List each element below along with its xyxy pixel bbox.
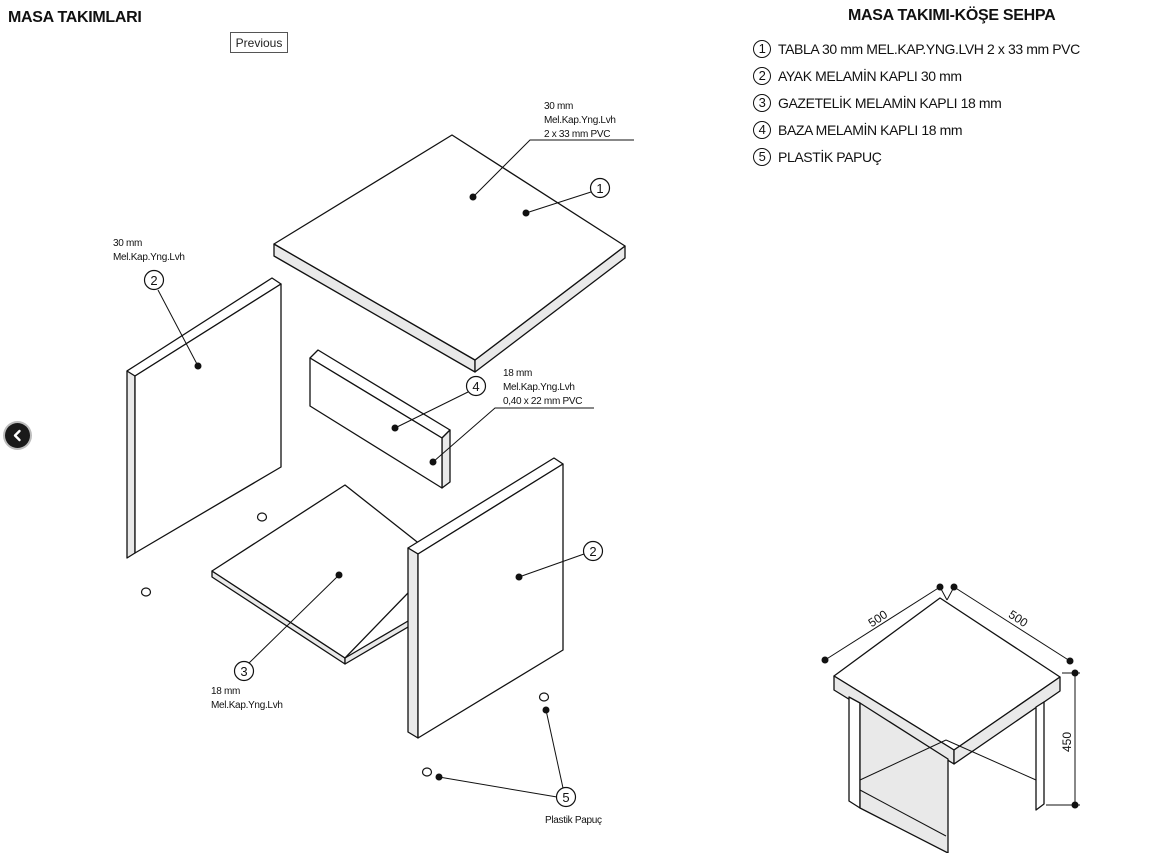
legend-text: PLASTİK PAPUÇ	[778, 148, 882, 165]
callout-2-right: 2	[589, 544, 596, 559]
leg-spec-line2: Mel.Kap.Yng.Lvh	[113, 252, 185, 263]
top-spec-line1: 30 mm	[544, 101, 573, 112]
callout-5: 5	[562, 790, 569, 805]
top-spec-line2: Mel.Kap.Yng.Lvh	[544, 115, 616, 126]
page-title: MASA TAKIMLARI	[8, 9, 142, 26]
parts-legend: 1 TABLA 30 mm MEL.KAP.YNG.LVH 2 x 33 mm P…	[753, 35, 1080, 170]
table-top-panel	[273, 134, 626, 373]
top-spec-line3: 2 x 33 mm PVC	[544, 129, 610, 140]
baza-spec-line3: 0,40 x 22 mm PVC	[503, 396, 582, 407]
legend-text: AYAK MELAMİN KAPLI 30 mm	[778, 67, 962, 84]
leg-spec-line1: 30 mm	[113, 238, 142, 249]
baza-spec-line1: 18 mm	[503, 368, 532, 379]
legend-item: 4 BAZA MELAMİN KAPLI 18 mm	[753, 116, 1080, 143]
dimension-depth: 500	[1006, 607, 1031, 630]
dimension-width: 500	[866, 607, 891, 630]
legend-number: 5	[753, 147, 771, 166]
legend-number: 2	[753, 66, 771, 85]
legend-item: 3 GAZETELİK MELAMİN KAPLI 18 mm	[753, 89, 1080, 116]
right-leg-panel	[407, 457, 564, 739]
legend-item: 1 TABLA 30 mm MEL.KAP.YNG.LVH 2 x 33 mm P…	[753, 35, 1080, 62]
legend-number: 1	[753, 39, 771, 58]
foot-label: Plastik Papuç	[545, 815, 602, 826]
legend-text: GAZETELİK MELAMİN KAPLI 18 mm	[778, 94, 1002, 111]
callout-4: 4	[472, 379, 479, 394]
legend-item: 5 PLASTİK PAPUÇ	[753, 143, 1080, 170]
callout-3: 3	[240, 664, 247, 679]
callout-2-left: 2	[150, 273, 157, 288]
shelf-spec-line1: 18 mm	[211, 686, 240, 697]
legend-text: BAZA MELAMİN KAPLI 18 mm	[778, 121, 963, 138]
assembled-table-view	[821, 583, 1080, 853]
shelf-panel	[211, 484, 441, 665]
callout-1: 1	[596, 181, 603, 196]
left-leg-panel	[126, 277, 282, 559]
previous-button[interactable]: Previous	[230, 32, 288, 53]
legend-number: 4	[753, 120, 771, 139]
legend-number: 3	[753, 93, 771, 112]
legend-title: MASA TAKIMI-KÖŞE SEHPA	[848, 7, 1056, 24]
chevron-left-icon	[13, 429, 21, 442]
shelf-spec-line2: Mel.Kap.Yng.Lvh	[211, 700, 283, 711]
baza-panel	[309, 349, 451, 489]
legend-item: 2 AYAK MELAMİN KAPLI 30 mm	[753, 62, 1080, 89]
baza-spec-line2: Mel.Kap.Yng.Lvh	[503, 382, 575, 393]
legend-text: TABLA 30 mm MEL.KAP.YNG.LVH 2 x 33 mm PV…	[778, 40, 1080, 57]
dimension-height: 450	[1060, 732, 1074, 752]
back-nav-button[interactable]	[5, 423, 30, 448]
